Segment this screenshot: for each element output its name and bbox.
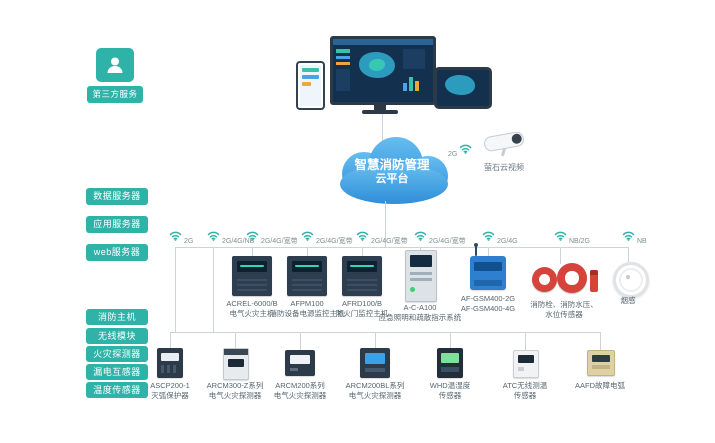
network-label: 2G/4G/NB bbox=[222, 238, 255, 245]
drop-line bbox=[560, 248, 561, 264]
network-node: 2G/4G/宽带 bbox=[356, 228, 408, 246]
device-label: WHD温湿度 传感器 bbox=[429, 381, 471, 400]
wifi-icon bbox=[622, 228, 635, 246]
cloud-title-line2: 云平台 bbox=[375, 173, 409, 185]
network-label: 2G bbox=[184, 238, 194, 245]
device-label: 烟感 bbox=[620, 296, 636, 305]
third-party-label: 第三方服务 bbox=[87, 86, 143, 103]
network-node: NB/2G bbox=[554, 228, 590, 246]
wifi-icon bbox=[414, 228, 427, 246]
network-node: 2G/4G/宽带 bbox=[301, 228, 353, 246]
label-temp-sensor: 温度传感器 bbox=[86, 382, 148, 398]
wifi-icon bbox=[356, 228, 369, 246]
wifi-icon bbox=[459, 141, 472, 159]
device-aafd bbox=[587, 350, 615, 376]
device-ascp200 bbox=[157, 348, 183, 378]
drop-line bbox=[628, 248, 629, 262]
device-label: ACREL-6000/B 电气火灾主机 bbox=[226, 299, 278, 318]
device-label: AFPM100 消防设备电源监控主机 bbox=[269, 299, 345, 318]
network-label: NB/2G bbox=[569, 238, 591, 245]
device-afgsm400 bbox=[470, 243, 506, 290]
network-node: NB bbox=[622, 228, 647, 246]
device-label: A-C-A100 应急照明和疏散指示系统 bbox=[378, 303, 462, 322]
network-label: 2G/4G/宽带 bbox=[371, 238, 408, 245]
riser-line bbox=[170, 332, 171, 348]
person-icon bbox=[104, 54, 126, 81]
drop-line bbox=[213, 248, 214, 332]
wifi-icon bbox=[482, 228, 495, 246]
third-party-badge bbox=[96, 48, 134, 82]
network-label: 2G/4G/宽带 bbox=[429, 238, 466, 245]
device-label: ARCM200系列 电气火灾探测器 bbox=[273, 381, 327, 400]
wifi-icon bbox=[554, 228, 567, 246]
device-hydrant-sensors bbox=[532, 262, 598, 296]
camera-network-node: 2G bbox=[448, 141, 472, 159]
device-arcm200 bbox=[285, 350, 315, 376]
drop-line bbox=[488, 248, 489, 256]
drop-line bbox=[175, 248, 176, 332]
device-label: AFRD100/B 防火门监控主机 bbox=[335, 299, 389, 318]
cloud-drop-line bbox=[385, 201, 386, 247]
wifi-icon bbox=[246, 228, 259, 246]
device-afpm100 bbox=[287, 256, 327, 296]
wifi-icon bbox=[169, 228, 182, 246]
riser-line bbox=[600, 332, 601, 350]
bus-line-top bbox=[175, 247, 629, 248]
network-label: 2G/4G/宽带 bbox=[261, 238, 298, 245]
camera-network-label: 2G bbox=[448, 151, 458, 158]
network-node: 2G/4G/宽带 bbox=[414, 228, 466, 246]
network-label: 2G/4G bbox=[497, 238, 518, 245]
wifi-icon bbox=[207, 228, 220, 246]
antenna bbox=[475, 245, 477, 256]
drop-line bbox=[307, 248, 308, 256]
monitor-base bbox=[362, 110, 398, 114]
riser-line bbox=[450, 332, 451, 348]
device-atc bbox=[513, 350, 539, 378]
bus-line-bottom bbox=[170, 332, 601, 333]
device-arcm300z bbox=[223, 348, 249, 380]
ip-camera bbox=[478, 130, 532, 159]
device-label: ARCM300-Z系列 电气火灾探测器 bbox=[206, 381, 264, 400]
connector-line bbox=[382, 114, 383, 142]
network-node: 2G/4G/宽带 bbox=[246, 228, 298, 246]
label-fire-detector: 火灾探测器 bbox=[86, 346, 148, 362]
label-web-server: web服务器 bbox=[86, 244, 148, 261]
riser-line bbox=[235, 332, 236, 348]
cloud-icon bbox=[340, 137, 448, 204]
desktop-monitor bbox=[330, 36, 436, 105]
label-data-server: 数据服务器 bbox=[86, 188, 148, 205]
device-label: ASCP200-1 灭弧保护器 bbox=[150, 381, 190, 400]
device-smoke-detector bbox=[613, 262, 649, 298]
device-label: 消防栓、消防水压、 水位传感器 bbox=[530, 300, 598, 319]
monitor-stand bbox=[374, 102, 386, 110]
label-wireless-module: 无线模块 bbox=[86, 328, 148, 344]
riser-line bbox=[525, 332, 526, 350]
smartphone bbox=[296, 61, 325, 110]
label-fire-host: 消防主机 bbox=[86, 309, 148, 325]
device-aca100 bbox=[405, 250, 437, 302]
device-label: AF-GSM400-2G AF-GSM400-4G bbox=[460, 294, 516, 313]
drop-line bbox=[252, 248, 253, 256]
wifi-icon bbox=[301, 228, 314, 246]
network-label: 2G/4G/宽带 bbox=[316, 238, 353, 245]
device-label: ATC无线测温 传感器 bbox=[502, 381, 548, 400]
tablet bbox=[434, 67, 492, 109]
camera-label: 萤石云视频 bbox=[484, 163, 524, 172]
riser-line bbox=[375, 332, 376, 348]
device-label: AAFD故障电弧 bbox=[574, 381, 625, 390]
riser-line bbox=[300, 332, 301, 350]
device-arcm200bl bbox=[360, 348, 390, 378]
device-afrd100 bbox=[342, 256, 382, 296]
drop-line bbox=[362, 248, 363, 256]
network-node: 2G/4G/NB bbox=[207, 228, 254, 246]
network-label: NB bbox=[637, 238, 647, 245]
label-app-server: 应用服务器 bbox=[86, 216, 148, 233]
network-node: 2G/4G bbox=[482, 228, 518, 246]
device-acrel-6000 bbox=[232, 256, 272, 296]
device-label: ARCM200BL系列 电气火灾探测器 bbox=[345, 381, 405, 400]
device-whd bbox=[437, 348, 463, 378]
network-node: 2G bbox=[169, 228, 193, 246]
label-leakage-ct: 漏电互感器 bbox=[86, 364, 148, 380]
cloud-title-line1: 智慧消防管理 bbox=[354, 158, 430, 172]
